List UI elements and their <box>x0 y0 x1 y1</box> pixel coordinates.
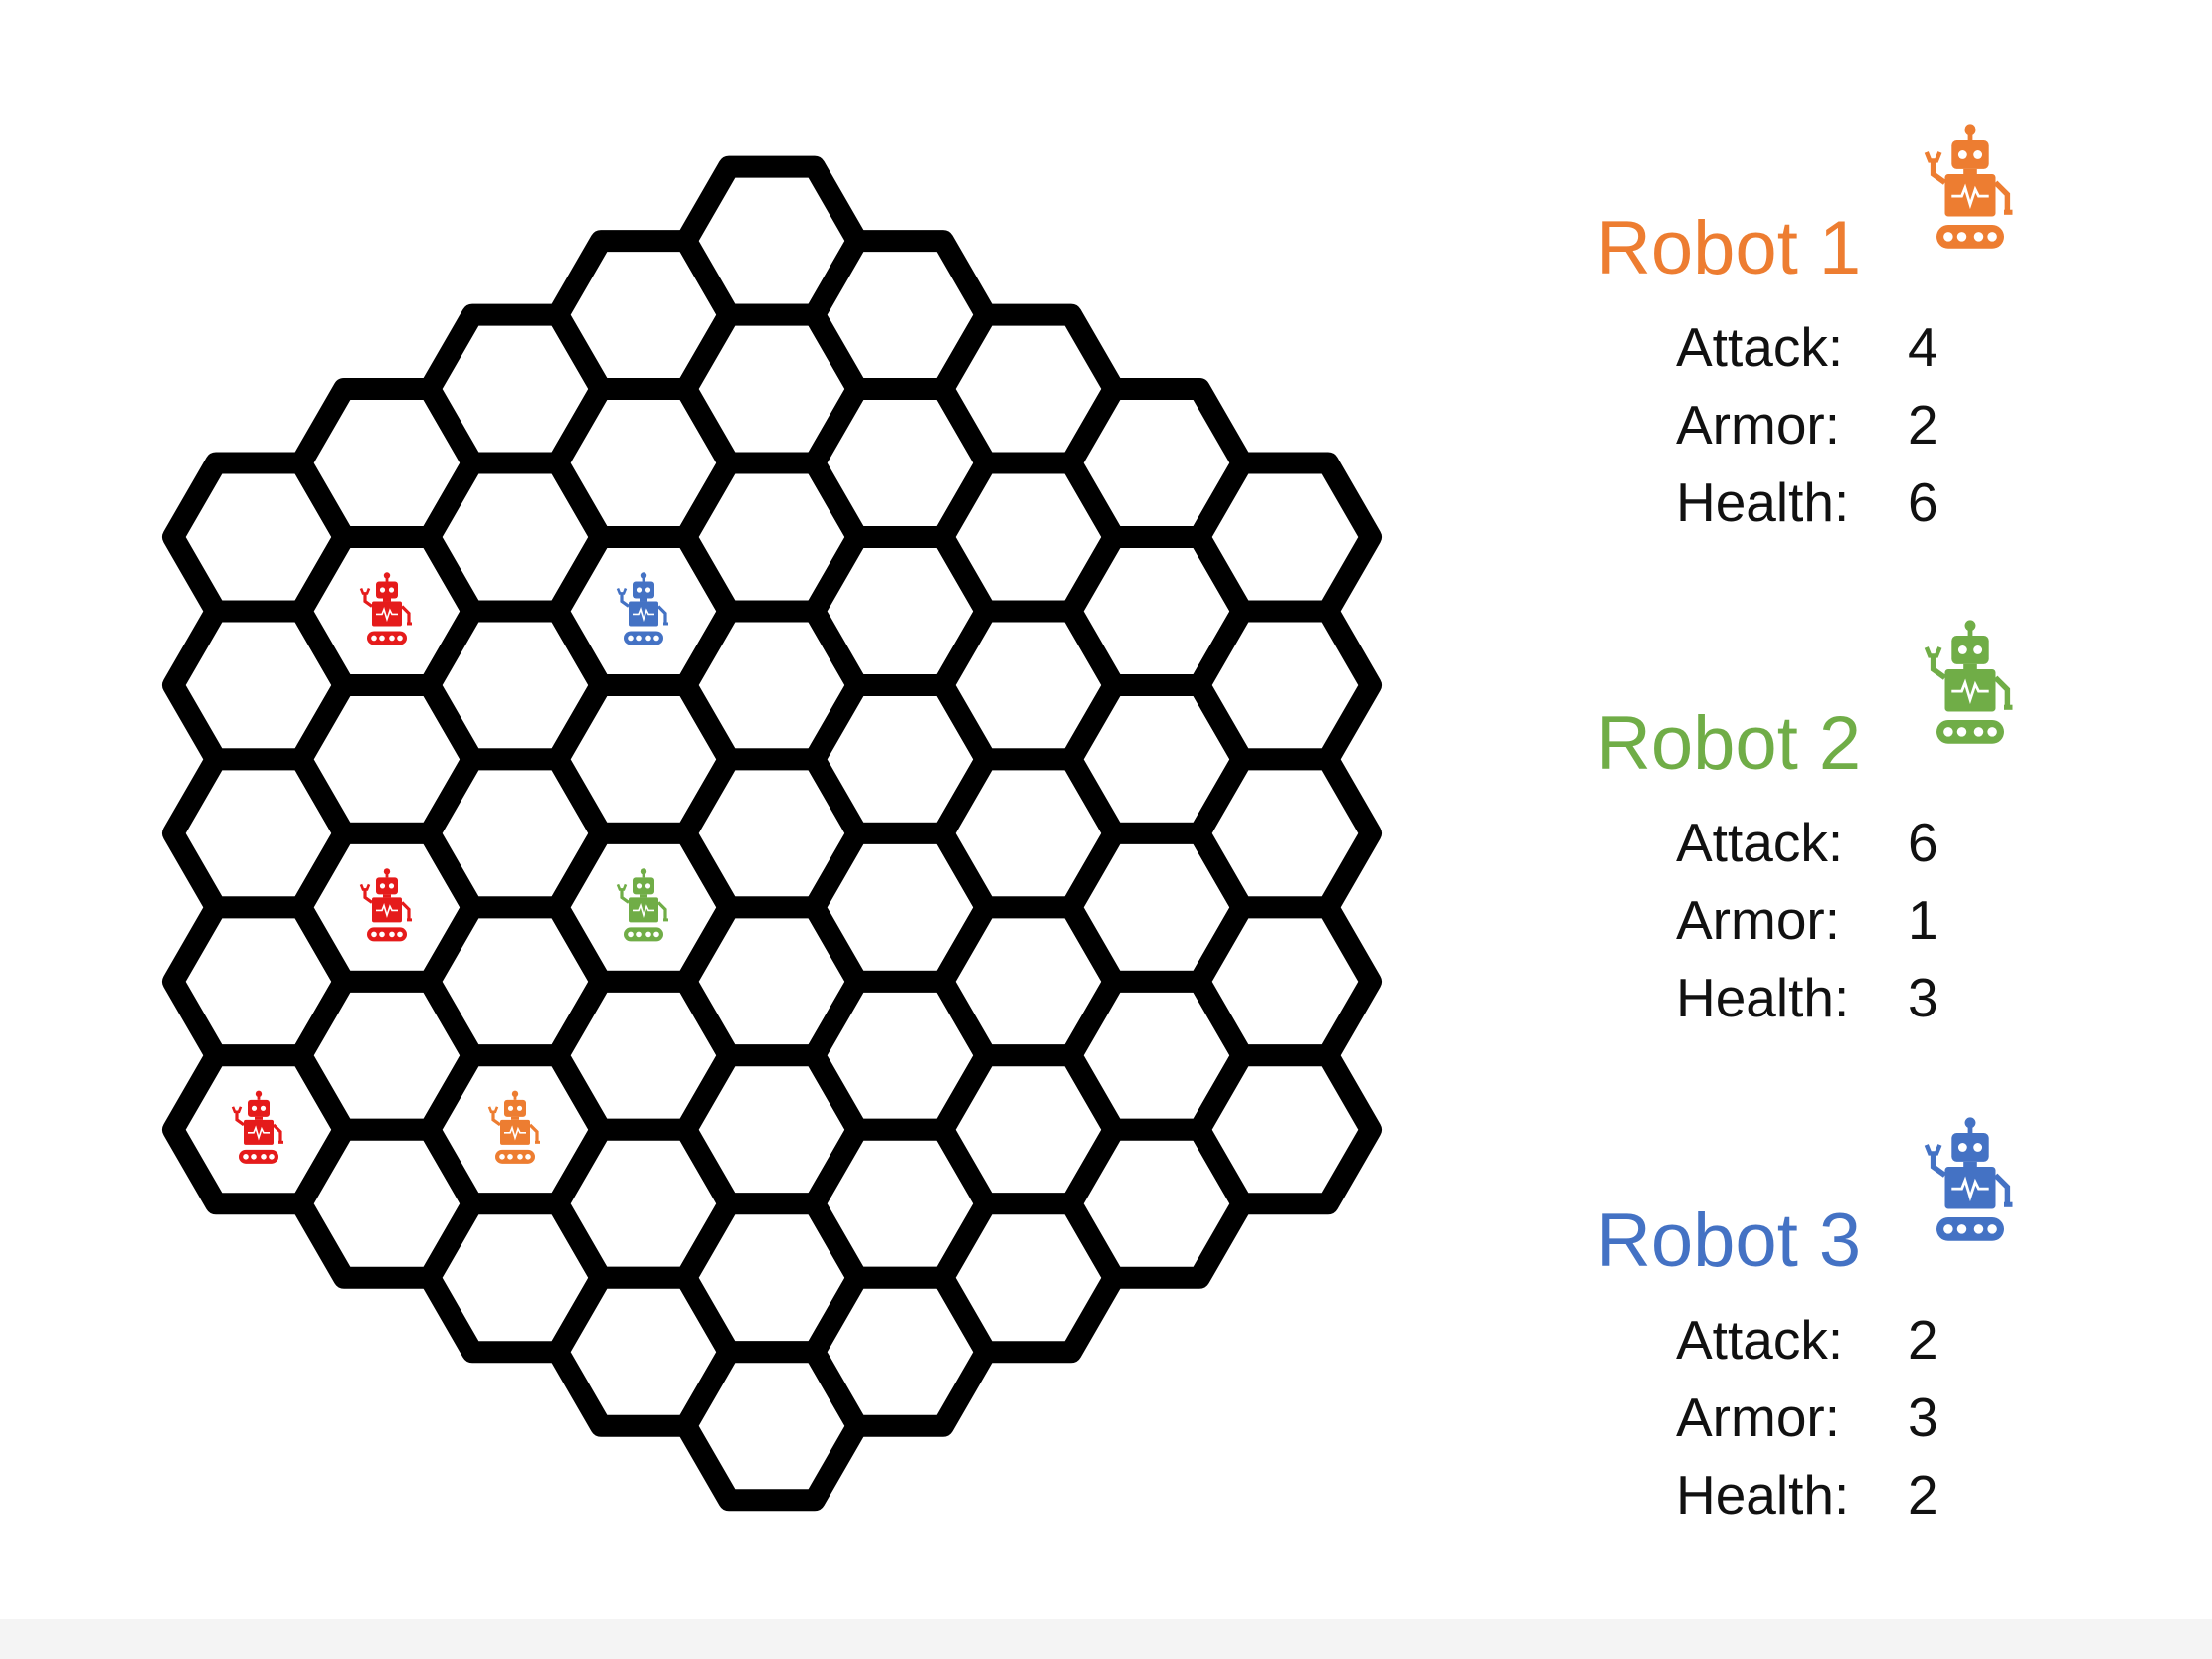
hex-cell[interactable] <box>1189 452 1382 623</box>
robot-2-health-row: Health: 3 <box>1676 959 1938 1036</box>
stat-label: Health: <box>1676 471 1850 533</box>
robot-1-armor-value: 2 <box>1908 394 1938 456</box>
robot-2-token[interactable] <box>616 868 668 942</box>
robot-2-icon <box>1924 620 2013 744</box>
robot-1-armor-row: Armor: 2 <box>1676 386 1938 463</box>
robot-3-armor-value: 3 <box>1908 1386 1938 1448</box>
robot-3-stats: Attack: 2 Armor: 3 Health: 2 <box>1676 1301 1938 1534</box>
robot-1-health-row: Health: 6 <box>1676 463 1938 541</box>
hex-cell[interactable] <box>1189 748 1382 919</box>
robot-2-health-value: 3 <box>1908 967 1938 1028</box>
robot-1-attack-row: Attack: 4 <box>1676 308 1938 386</box>
stat-label: Health: <box>1676 1464 1850 1526</box>
robot-2-armor-row: Armor: 1 <box>1676 881 1938 959</box>
robot-3-armor-row: Armor: 3 <box>1676 1379 1938 1456</box>
robot-3-icon <box>1924 1117 2013 1241</box>
robot-3-title: Robot 3 <box>1596 1198 1862 1283</box>
stat-label: Attack: <box>1676 812 1844 873</box>
hex-cells <box>162 155 1382 1512</box>
hex-cell[interactable] <box>1189 600 1382 771</box>
robot-1-health-value: 6 <box>1908 471 1938 533</box>
robot-2-armor-value: 1 <box>1908 889 1938 951</box>
robot-2-stats: Attack: 6 Armor: 1 Health: 3 <box>1676 804 1938 1036</box>
stat-label: Attack: <box>1676 1309 1844 1371</box>
hex-game-board <box>162 155 1382 1512</box>
robot-1-token[interactable] <box>487 1090 540 1164</box>
stat-label: Armor: <box>1676 394 1840 456</box>
red-robot-token[interactable] <box>231 1090 283 1164</box>
stat-label: Attack: <box>1676 316 1844 378</box>
stat-label: Health: <box>1676 967 1850 1028</box>
robot-1-stats: Attack: 4 Armor: 2 Health: 6 <box>1676 308 1938 541</box>
hex-cell[interactable] <box>1189 896 1382 1067</box>
red-robot-token[interactable] <box>359 572 412 645</box>
robot-1-title: Robot 1 <box>1596 206 1862 290</box>
bottom-strip <box>0 1619 2212 1659</box>
robot-2-title: Robot 2 <box>1596 701 1862 786</box>
robot-1-attack-value: 4 <box>1908 316 1938 378</box>
red-robot-token[interactable] <box>359 868 412 942</box>
robot-3-attack-value: 2 <box>1908 1309 1938 1371</box>
stat-label: Armor: <box>1676 889 1840 951</box>
robot-3-token[interactable] <box>616 572 668 645</box>
robot-2-attack-row: Attack: 6 <box>1676 804 1938 881</box>
robot-3-health-row: Health: 2 <box>1676 1456 1938 1534</box>
stat-label: Armor: <box>1676 1386 1840 1448</box>
robot-3-health-value: 2 <box>1908 1464 1938 1526</box>
robot-3-attack-row: Attack: 2 <box>1676 1301 1938 1379</box>
robot-1-icon <box>1924 124 2013 249</box>
robot-tokens <box>231 572 668 1164</box>
robot-2-attack-value: 6 <box>1908 812 1938 873</box>
hex-cell[interactable] <box>1189 1044 1382 1215</box>
